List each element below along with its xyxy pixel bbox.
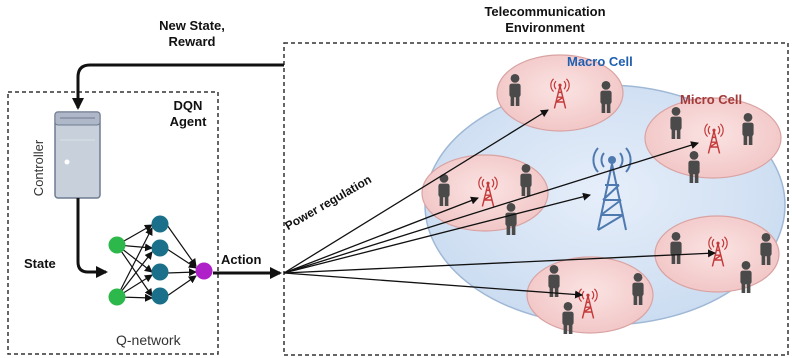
micro-cell bbox=[421, 154, 549, 232]
environment-label: Telecommunication Environment bbox=[484, 4, 606, 35]
hidden-node bbox=[151, 239, 169, 257]
input-node bbox=[108, 236, 126, 254]
hidden-node bbox=[151, 263, 169, 281]
controller-server-icon bbox=[54, 111, 101, 199]
state-label: State bbox=[24, 256, 56, 271]
new-state-reward-label: New State, Reward bbox=[159, 18, 225, 49]
dqn-agent-box bbox=[7, 91, 219, 355]
input-node bbox=[108, 288, 126, 306]
environment-box bbox=[283, 42, 789, 356]
dqn-agent-label: DQN Agent bbox=[169, 98, 207, 129]
action-label: Action bbox=[221, 252, 262, 267]
micro-cell-label: Micro Cell bbox=[680, 92, 743, 107]
controller-label: Controller bbox=[31, 139, 46, 197]
output-node bbox=[195, 262, 213, 280]
hidden-node bbox=[151, 215, 169, 233]
macro-tower-icon bbox=[592, 147, 632, 231]
hidden-node bbox=[151, 287, 169, 305]
q-network-nodes bbox=[108, 215, 213, 306]
state-arrow bbox=[76, 198, 108, 278]
q-network-label: Q-network bbox=[116, 332, 181, 348]
macro-cell-label: Macro Cell bbox=[567, 54, 633, 69]
new-state-reward-arrow bbox=[72, 63, 284, 110]
power-regulation-arrows bbox=[283, 109, 716, 299]
q-network-edges bbox=[116, 224, 197, 302]
